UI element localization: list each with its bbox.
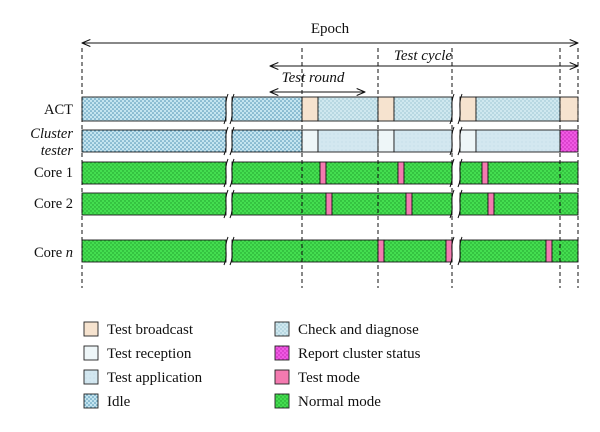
- act-segment-idle: [81, 96, 227, 122]
- test-round-label: Test round: [282, 70, 345, 86]
- cluster-segment-application: [393, 129, 453, 153]
- core2-segment-testmode: [325, 192, 333, 216]
- act-segment-broadcast: [301, 96, 319, 122]
- act-segment-check: [475, 96, 561, 122]
- legend-label-normal: Normal mode: [298, 394, 381, 410]
- core1-segment-normal: [459, 161, 483, 185]
- core2-segment-normal: [81, 192, 227, 216]
- row-label-coren: Core n: [34, 245, 73, 261]
- legend-label-idle: Idle: [107, 394, 131, 410]
- break-mark: [449, 93, 455, 125]
- legend-swatch-reception: [83, 345, 99, 361]
- break-mark: [223, 126, 229, 156]
- cluster-segment-reception: [459, 129, 477, 153]
- break-mark: [229, 189, 235, 219]
- break-mark: [457, 93, 463, 125]
- test-cycle-label: Test cycle: [394, 48, 453, 64]
- core1-segment-normal: [81, 161, 227, 185]
- break-mark: [457, 126, 463, 156]
- row-label-coren-n: n: [66, 245, 73, 261]
- act-segment-idle: [231, 96, 303, 122]
- timeline-bars: [81, 96, 579, 263]
- epoch-label: Epoch: [311, 21, 350, 37]
- coren-segment-normal: [459, 239, 547, 263]
- core1-segment-testmode: [319, 161, 327, 185]
- break-mark: [229, 236, 235, 266]
- cluster-segment-idle: [81, 129, 227, 153]
- coren-segment-normal: [81, 239, 227, 263]
- core1-segment-testmode: [397, 161, 405, 185]
- cluster-segment-application: [475, 129, 561, 153]
- cluster-segment-report: [559, 129, 579, 153]
- coren-segment-normal: [231, 239, 379, 263]
- core1-segment-normal: [487, 161, 579, 185]
- break-mark: [223, 236, 229, 266]
- legend-swatch-testmode: [274, 369, 290, 385]
- coren-segment-testmode: [377, 239, 385, 263]
- core1-segment-normal: [403, 161, 453, 185]
- cluster-segment-application: [317, 129, 379, 153]
- row-label-cluster-line1: Cluster: [30, 126, 73, 142]
- core1-segment-normal: [231, 161, 321, 185]
- legend-swatch-normal: [274, 393, 290, 409]
- act-segment-broadcast: [559, 96, 579, 122]
- legend-label-testmode: Test mode: [298, 370, 360, 386]
- act-segment-broadcast: [377, 96, 395, 122]
- break-mark: [223, 158, 229, 188]
- row-label-core2: Core 2: [34, 196, 73, 212]
- core2-segment-normal: [331, 192, 407, 216]
- core2-segment-normal: [493, 192, 579, 216]
- cluster-segment-reception: [377, 129, 395, 153]
- break-mark: [449, 158, 455, 188]
- break-mark: [457, 158, 463, 188]
- core2-segment-testmode: [405, 192, 413, 216]
- legend-swatch-application: [83, 369, 99, 385]
- act-segment-check: [393, 96, 453, 122]
- coren-segment-normal: [383, 239, 447, 263]
- legend-swatch-check: [274, 321, 290, 337]
- legend-label-check: Check and diagnose: [298, 322, 419, 338]
- break-mark: [229, 126, 235, 156]
- row-label-core1: Core 1: [34, 165, 73, 181]
- break-mark: [229, 158, 235, 188]
- legend-label-reception: Test reception: [107, 346, 192, 362]
- row-label-coren-core: Core: [34, 245, 66, 261]
- act-segment-check: [317, 96, 379, 122]
- core2-segment-normal: [411, 192, 453, 216]
- break-mark: [457, 189, 463, 219]
- dashed-guides: [81, 48, 579, 288]
- legend-swatch-broadcast: [83, 321, 99, 337]
- act-segment-broadcast: [459, 96, 477, 122]
- coren-segment-testmode: [445, 239, 453, 263]
- cluster-segment-reception: [301, 129, 319, 153]
- legend-swatch-idle: [83, 393, 99, 409]
- cluster-segment-idle: [231, 129, 303, 153]
- coren-segment-testmode: [545, 239, 553, 263]
- break-mark: [229, 93, 235, 125]
- legend-swatch-report: [274, 345, 290, 361]
- core1-segment-testmode: [481, 161, 489, 185]
- coren-segment-normal: [551, 239, 579, 263]
- row-label-act: ACT: [44, 102, 73, 118]
- core2-segment-testmode: [487, 192, 495, 216]
- break-mark: [223, 189, 229, 219]
- break-mark: [223, 93, 229, 125]
- legend-label-report: Report cluster status: [298, 346, 421, 362]
- legend-label-broadcast: Test broadcast: [107, 322, 194, 338]
- row-label-cluster-line2: tester: [41, 143, 74, 159]
- break-mark: [457, 236, 463, 266]
- legend-label-application: Test application: [107, 370, 203, 386]
- core2-segment-normal: [231, 192, 327, 216]
- core1-segment-normal: [325, 161, 399, 185]
- core2-segment-normal: [459, 192, 489, 216]
